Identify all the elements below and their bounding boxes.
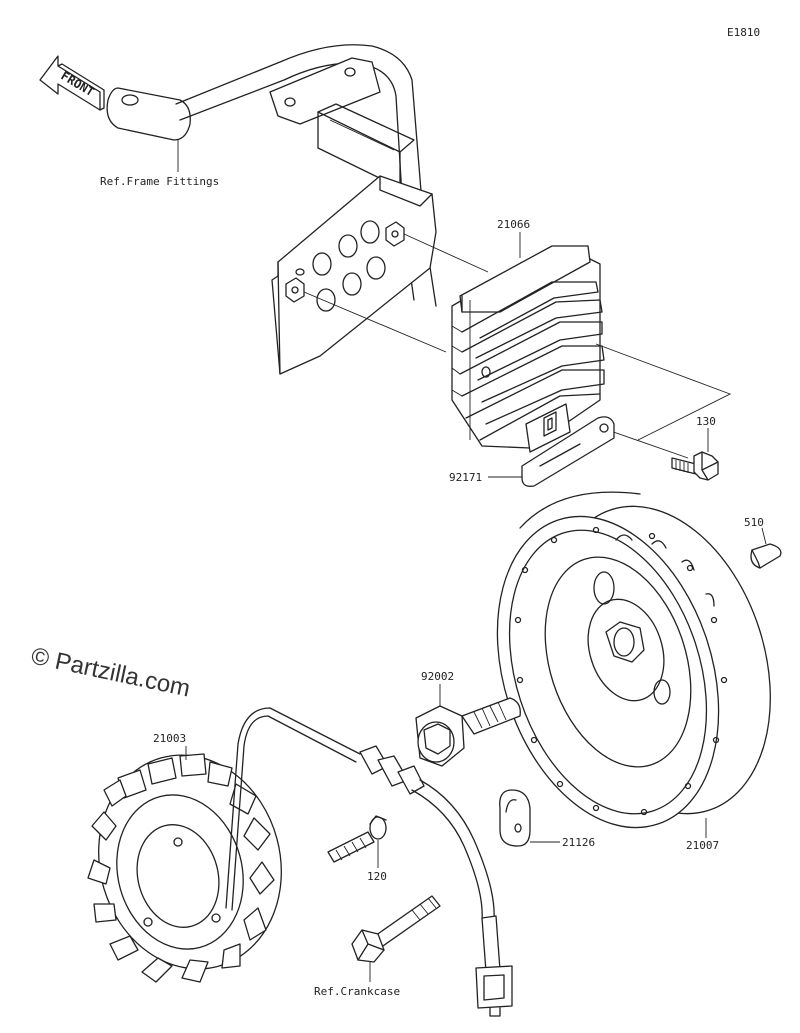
bolt-92002 [415,697,521,767]
ref-frame-label: Ref.Frame Fittings [100,175,219,188]
p130-label: 130 [696,415,716,428]
watermark: © Partzilla.com [29,642,193,702]
p92171-label: 92171 [449,471,482,484]
flywheel-rotor [496,491,771,829]
bracket-92171 [521,416,615,487]
bolt-130 [671,451,719,481]
p21003-label: 21003 [153,732,186,745]
p510-leader [761,527,767,545]
crankcase-bolt [351,895,441,963]
p510-label: 510 [744,516,764,529]
p92002-label: 92002 [421,670,454,683]
p120-label: 120 [367,870,387,883]
screw-120 [327,815,387,863]
frame-bracket [106,44,437,375]
stator-wire-harness [225,707,513,1017]
p130-assembly-line [595,343,732,459]
regulator-rectifier [303,233,605,453]
front-arrow: FRONT [39,55,105,111]
clamp-21126 [499,789,531,847]
diagram-code: E1810 [727,26,760,39]
p21066-label: 21066 [497,218,530,231]
stator [87,753,282,983]
p21126-label: 21126 [562,836,595,849]
key-510 [750,543,782,569]
p21007-label: 21007 [686,839,719,852]
ref-crankcase-label: Ref.Crankcase [314,985,400,998]
